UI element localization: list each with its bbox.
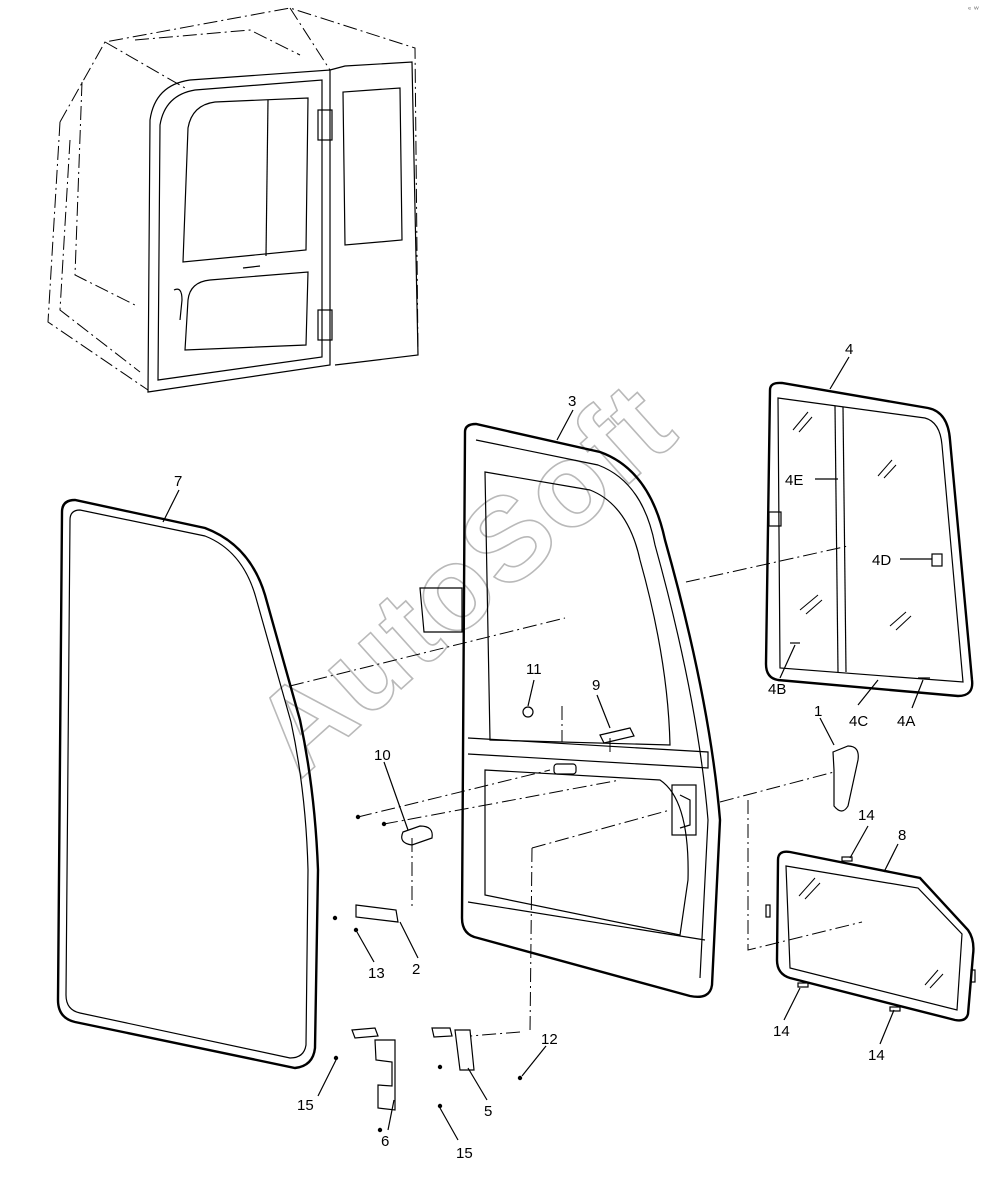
corner-mark: ᵉ ᵂ [968,5,979,14]
assembly-lines [289,545,863,1037]
part-1-handle [832,745,859,812]
callout-4b: 4B [768,681,786,698]
callout-14-top: 14 [858,807,875,824]
callout-5: 5 [484,1103,492,1120]
part-3-door-frame [419,422,722,999]
callout-10: 10 [374,747,391,764]
callout-4: 4 [845,341,853,358]
cab-overview [47,7,419,393]
callout-7: 7 [174,473,182,490]
callout-14-left: 14 [773,1023,790,1040]
callout-2: 2 [412,961,420,978]
part-2-bracket [355,904,399,923]
part-5-latch [454,1029,475,1071]
leader-lines [162,356,932,1141]
part-6-plate [374,1039,396,1111]
callout-4a: 4A [897,713,915,730]
callout-4d: 4D [872,552,891,569]
part-10-cover [401,825,433,846]
callout-4e: 4E [785,472,803,489]
callout-8: 8 [898,827,906,844]
part-7-glass-seal [56,498,320,1070]
glass-reflection-marks [792,411,912,631]
part-11-nut [522,706,534,718]
part-8-lower-window [765,850,976,1022]
hardware-parts [332,706,859,1133]
callout-labels: 1 2 3 4 4A 4B 4C 4D 4E 5 6 7 8 9 10 11 1… [174,341,915,1162]
callout-12: 12 [541,1031,558,1048]
callout-9: 9 [592,677,600,694]
callout-4c: 4C [849,713,868,730]
part-4-sliding-window [764,381,974,698]
callout-11: 11 [526,661,542,678]
callout-3: 3 [568,393,576,410]
callout-15-left: 15 [297,1097,314,1114]
callout-6: 6 [381,1133,389,1150]
callout-1: 1 [814,703,822,720]
callout-15-bottom: 15 [456,1145,473,1162]
callout-13: 13 [368,965,385,982]
callout-14-right: 14 [868,1047,885,1064]
part-9-clip [599,727,635,744]
